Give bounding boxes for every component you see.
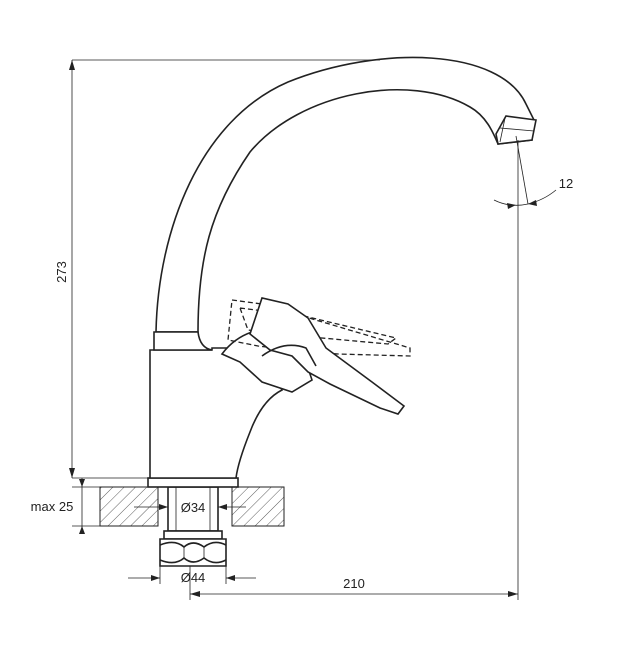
reach-label: 210 <box>343 576 365 591</box>
nut-diameter-dimension: Ø44 <box>128 566 256 585</box>
height-label: 273 <box>54 261 69 283</box>
aerator <box>495 115 537 145</box>
thickness-label: max 25 <box>31 499 74 514</box>
nut-diameter-label: Ø44 <box>181 570 206 585</box>
base-flange <box>147 477 239 488</box>
fixing-nut <box>159 538 227 567</box>
spout-collar <box>153 331 213 351</box>
reach-dimension: 210 <box>189 140 519 600</box>
countertop-section <box>99 486 285 527</box>
spout-angle-dimension: 12 <box>493 135 573 209</box>
angle-label: 12 <box>559 176 573 191</box>
lever-handle <box>249 297 406 415</box>
hole-diameter-label: Ø34 <box>181 500 206 515</box>
spout <box>155 56 535 333</box>
thickness-dimension: max 25 <box>31 478 100 534</box>
height-dimension: 273 <box>54 59 380 479</box>
lever-detail <box>261 344 317 367</box>
hole-diameter-dimension: Ø34 <box>134 500 246 515</box>
